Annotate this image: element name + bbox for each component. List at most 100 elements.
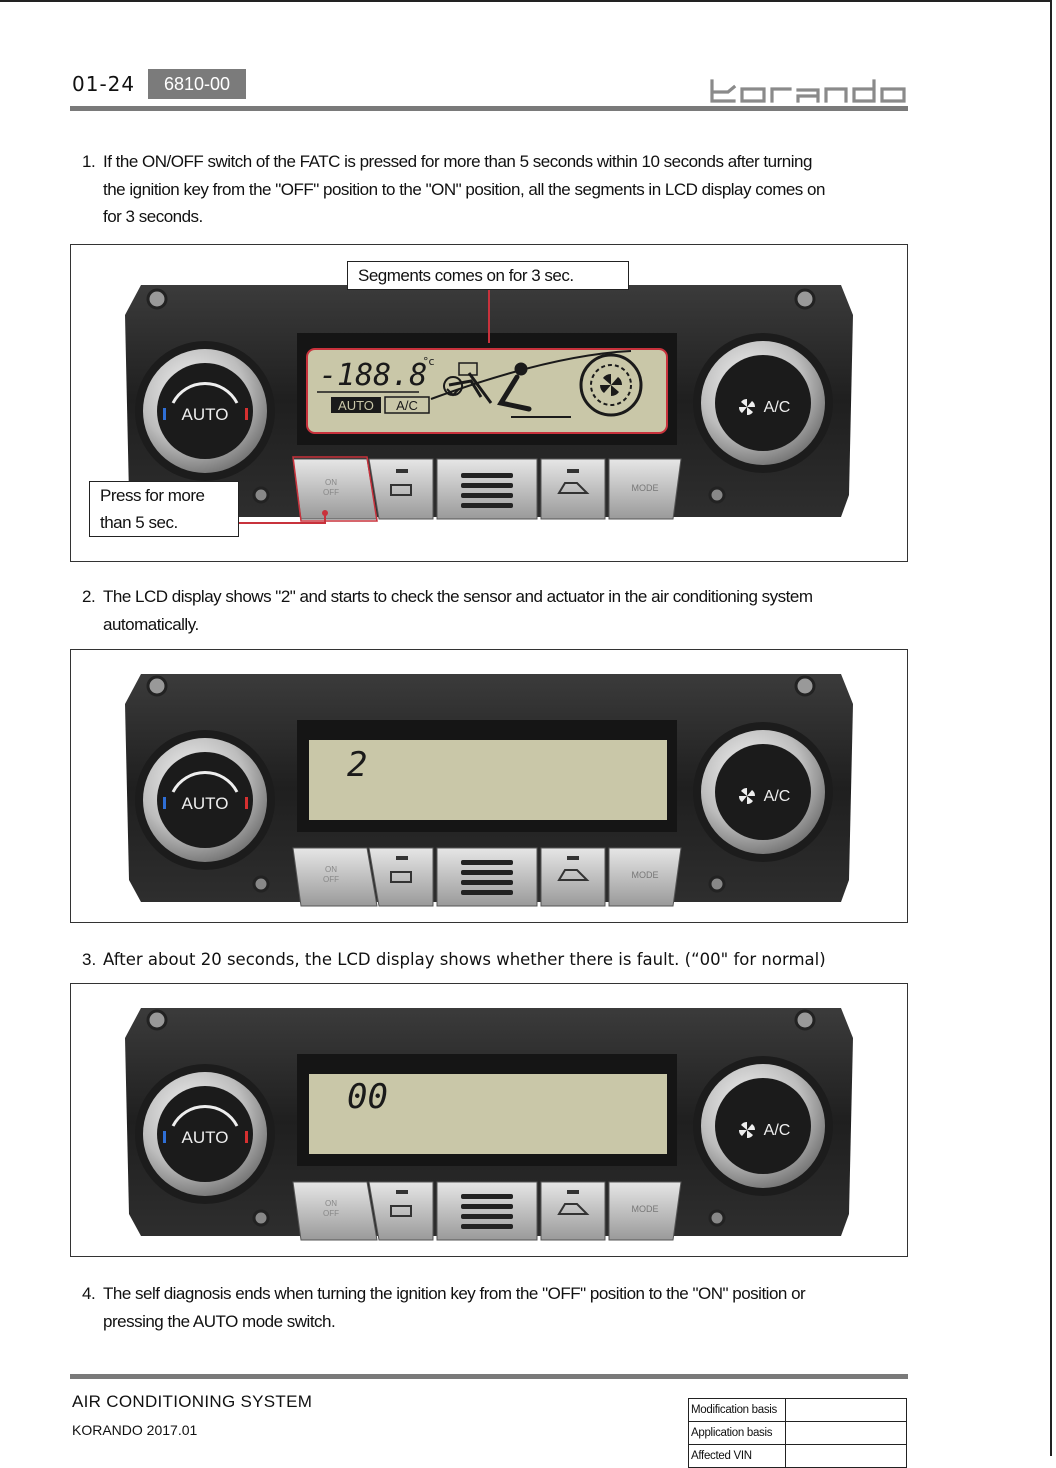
ac-knob-label: A/C [764, 399, 791, 416]
vent-slot-icon [461, 890, 513, 895]
callout-line: Press for more [100, 486, 205, 505]
step-text-line: After about 20 seconds, the LCD display … [103, 950, 826, 969]
lcd-screen [306, 348, 668, 434]
left-knob-arc [171, 1104, 239, 1127]
mount-screw [146, 1009, 168, 1031]
hot-indicator [245, 797, 248, 809]
air-source-button[interactable] [540, 1181, 606, 1241]
mode-label: MODE [632, 870, 659, 880]
rear-defrost-icon [390, 1205, 412, 1217]
footer-rule [70, 1374, 908, 1379]
mount-screw [794, 675, 816, 697]
page-number: 01-24 [72, 72, 136, 96]
left-knob-face [157, 1086, 253, 1182]
mode-button[interactable] [608, 847, 682, 907]
fatc-panel-illustration: -188.8 °c AUTO A/C AUTO A/C ON OFF [125, 285, 853, 524]
on-label: ON [325, 1199, 337, 1208]
step-text-line: pressing the AUTO mode switch. [103, 1311, 336, 1331]
on-off-button[interactable] [292, 1181, 378, 1241]
indicator-led [396, 856, 408, 860]
vent-slot-icon [461, 1214, 513, 1219]
vent-slot-icon [461, 483, 513, 488]
rear-defrost-button[interactable] [368, 1181, 434, 1241]
vent-slot-icon [461, 860, 513, 865]
step-3: 3. After about 20 seconds, the LCD displ… [82, 946, 942, 974]
vent-slot-icon [461, 870, 513, 875]
hot-indicator [245, 408, 248, 420]
hot-indicator [245, 1131, 248, 1143]
lcd-temp-readout: -188.8 [319, 358, 427, 393]
step-2: 2. The LCD display shows "2" and starts … [82, 583, 942, 638]
step-text-line: the ignition key from the "OFF" position… [103, 179, 825, 199]
car-air-icon [557, 869, 590, 881]
air-source-button[interactable] [540, 458, 606, 520]
mode-label: MODE [632, 483, 659, 493]
vent-slot-icon [461, 1194, 513, 1199]
step-text-line: The self diagnosis ends when turning the… [103, 1284, 806, 1303]
step-number: 4. [82, 1284, 96, 1303]
recirc-segment [443, 376, 464, 397]
recirculation-button[interactable] [436, 1181, 538, 1241]
vent-slot-icon [461, 503, 513, 508]
lcd-ac-tag: A/C [396, 398, 418, 413]
recirculation-button[interactable] [436, 458, 538, 520]
vent-slot-icon [461, 473, 513, 478]
mode-button[interactable] [608, 458, 682, 520]
cold-indicator [163, 1131, 166, 1143]
button-row: ON OFF MODE [292, 1181, 682, 1241]
step-number: 1. [82, 152, 96, 171]
page-frame-right [1050, 0, 1052, 1456]
mode-button[interactable] [608, 1181, 682, 1241]
callout-connector-bottom [239, 515, 326, 524]
figure-3-panel-result: 00 AUTO A/C ON OFF MODE [70, 983, 908, 1257]
vent-slot-icon [461, 1204, 513, 1209]
air-source-button[interactable] [540, 847, 606, 907]
vent-slot-icon [461, 1224, 513, 1229]
fan-icon [738, 398, 756, 416]
revision-label: Affected VIN [688, 1444, 786, 1468]
lcd-segments [317, 350, 643, 418]
step-number: 2. [82, 587, 96, 606]
mount-screw [146, 288, 168, 310]
mount-screw [708, 486, 726, 504]
mount-screw [146, 675, 168, 697]
footer-title: AIR CONDITIONING SYSTEM [72, 1392, 313, 1411]
button-row: ON OFF MODE [292, 458, 682, 520]
step-4: 4. The self diagnosis ends when turning … [82, 1280, 942, 1335]
rear-defrost-button[interactable] [368, 847, 434, 907]
mount-screw [794, 1009, 816, 1031]
off-label: OFF [323, 488, 339, 497]
rear-defrost-icon [390, 484, 412, 496]
lcd-auto-tag-bg [331, 397, 381, 413]
recirculation-button[interactable] [436, 847, 538, 907]
fan-ring-segment [579, 353, 643, 417]
rear-defrost-button[interactable] [368, 458, 434, 520]
passenger-head-segment [514, 362, 528, 376]
mount-screw [252, 1209, 270, 1227]
callout-press-duration: Press for more than 5 sec. [89, 481, 239, 537]
footer-subtitle: KORANDO 2017.01 [72, 1422, 198, 1438]
fatc-panel-illustration: 00 AUTO A/C ON OFF MODE [125, 1008, 853, 1241]
indicator-led [567, 856, 579, 860]
fan-icon [738, 787, 756, 805]
step-text-line: for 3 seconds. [103, 207, 203, 226]
revision-table: Modification basis Application basis Aff… [688, 1398, 907, 1468]
ac-knob-label: A/C [764, 788, 791, 805]
mount-screw [252, 486, 270, 504]
header-rule [70, 106, 908, 111]
step-1: 1. If the ON/OFF switch of the FATC is p… [82, 148, 942, 231]
lcd-ac-tag-frame [384, 396, 430, 414]
step-text-line: The LCD display shows "2" and starts to … [103, 587, 813, 606]
revision-label: Application basis [688, 1421, 786, 1445]
on-off-highlight [292, 456, 378, 522]
on-off-button[interactable] [292, 847, 378, 907]
left-knob-arc [171, 381, 239, 404]
airflow-arc-segment [430, 350, 632, 400]
off-label: OFF [323, 1209, 339, 1218]
car-air-icon [557, 482, 590, 494]
lcd-readout: 00 [347, 1077, 388, 1117]
lcd-readout: 2 [347, 745, 367, 785]
mode-label: MODE [632, 1204, 659, 1214]
auto-knob-label: AUTO [182, 794, 229, 813]
off-label: OFF [323, 875, 339, 884]
